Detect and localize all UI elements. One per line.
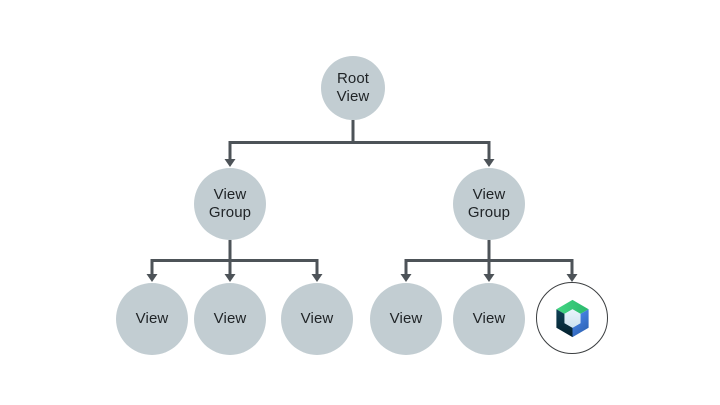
node-root-view: Root View [321, 56, 385, 120]
node-view-group-right: View Group [453, 168, 525, 240]
arrowhead-icon [224, 274, 236, 282]
arrowhead-icon [224, 159, 236, 167]
node-view-group-left-label: View Group [208, 186, 252, 221]
arrowhead-icon [483, 274, 495, 282]
node-view-group-left: View Group [194, 168, 266, 240]
node-view-2-label: View [213, 310, 247, 327]
arrowhead-icon [311, 274, 323, 282]
arrowhead-icon [400, 274, 412, 282]
arrowhead-icon [146, 274, 158, 282]
arrowhead-icon [566, 274, 578, 282]
node-view-3: View [281, 283, 353, 355]
arrowhead-icon [483, 159, 495, 167]
node-view-5-label: View [472, 310, 506, 327]
node-view-2: View [194, 283, 266, 355]
node-view-5: View [453, 283, 525, 355]
node-view-group-right-label: View Group [467, 186, 511, 221]
node-root-view-label: Root View [336, 70, 370, 105]
node-compose [536, 282, 608, 354]
node-view-1-label: View [135, 310, 169, 327]
node-view-3-label: View [300, 310, 334, 327]
node-view-1: View [116, 283, 188, 355]
node-view-4-label: View [389, 310, 423, 327]
jetpack-compose-icon [555, 299, 589, 337]
node-view-4: View [370, 283, 442, 355]
